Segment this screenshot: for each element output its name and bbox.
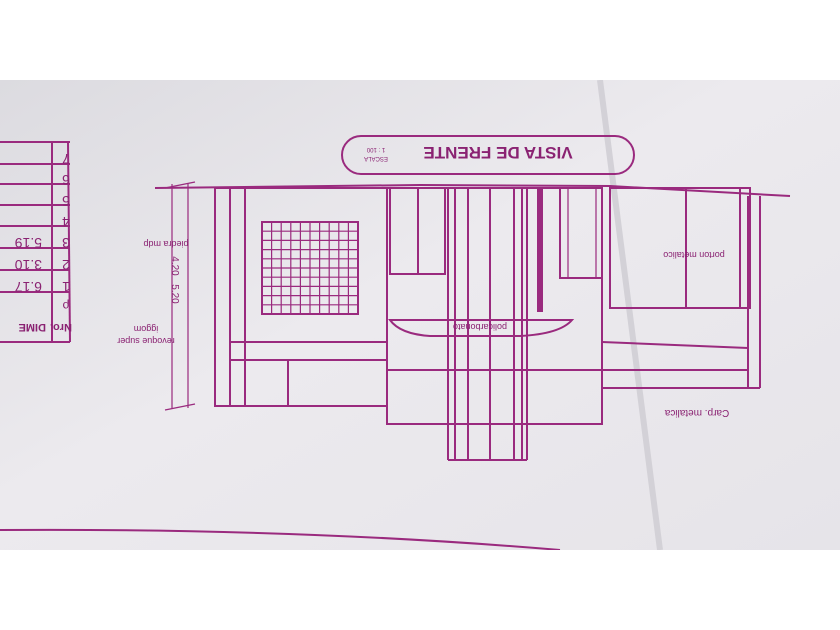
blueprint-drawing: 7 6 5 4 3 2 1 5.19 3.10 6.17 ρ Nro. DIME… — [0, 80, 840, 550]
blueprint-photo: 7 6 5 4 3 2 1 5.19 3.10 6.17 ρ Nro. DIME… — [0, 80, 840, 550]
facade-elevation — [154, 181, 791, 461]
title-box: VISTA DE FRENTE ESCALA 1 : 100 — [341, 135, 635, 175]
table-row-1-value: 6.17 — [15, 279, 42, 295]
central-wall — [386, 187, 603, 425]
sheet-border-line — [0, 528, 561, 550]
label-porton: porton metalico — [663, 250, 725, 260]
ground-line — [154, 183, 791, 197]
table-dim-header: DIME — [19, 321, 47, 333]
scale-label: ESCALA — [364, 155, 388, 161]
label-revoque-2: iggom — [134, 324, 159, 334]
table-row-3-number: 3 — [62, 235, 70, 251]
dimension-5-20: 5.20 — [169, 284, 180, 304]
table-row-5-number: 5 — [62, 193, 70, 209]
table-nro-header: Nro. — [50, 321, 72, 333]
paper-background — [0, 80, 840, 550]
bottom-white-band — [0, 550, 840, 630]
top-white-band — [0, 0, 840, 80]
table-row-7-number: 7 — [62, 151, 70, 167]
table-row-1-number: 1 — [62, 279, 70, 295]
table-row-2-value: 3.10 — [15, 257, 42, 273]
scale-value: 1 : 100 — [366, 146, 385, 152]
label-policarbonato: policarbonato — [453, 322, 507, 332]
table-row-6-number: 6 — [62, 172, 70, 188]
label-piedra: piedra mdp — [143, 239, 188, 249]
table-row-4-number: 4 — [62, 214, 70, 230]
metal-gate — [609, 187, 751, 309]
dimension-table: 7 6 5 4 3 2 1 5.19 3.10 6.17 ρ Nro. DIME — [0, 141, 72, 343]
column-stack — [447, 188, 543, 461]
label-revoque: revoque super — [117, 336, 175, 346]
table-rho-header: ρ — [62, 299, 69, 313]
label-carp: Carp. metalica — [664, 407, 729, 418]
grilled-window — [261, 221, 359, 315]
dimension-4-20: 4.20 — [169, 256, 180, 276]
paper-fold — [597, 80, 663, 550]
table-row-3-value: 5.19 — [15, 235, 42, 251]
title-text: VISTA DE FRENTE — [423, 143, 572, 162]
table-row-2-number: 2 — [62, 257, 70, 273]
polycarbonate-canopy — [388, 319, 575, 337]
